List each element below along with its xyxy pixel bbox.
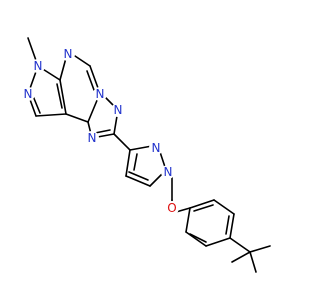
bond	[125, 149, 131, 177]
bond	[56, 83, 63, 109]
bond	[89, 65, 99, 89]
bond	[129, 145, 153, 151]
bond	[128, 171, 149, 181]
bond	[249, 245, 271, 253]
atom-labels: N N N N N N N N	[21, 47, 179, 215]
bond	[59, 57, 67, 81]
svg-text:N: N	[164, 165, 173, 179]
bond	[185, 207, 191, 233]
atom-n-pyrimidine-right: N	[93, 87, 107, 101]
svg-text:N: N	[152, 141, 161, 155]
bond	[59, 79, 67, 115]
bond	[125, 175, 151, 187]
bond	[35, 113, 67, 117]
bond	[87, 97, 99, 123]
atom-n-methyl: N	[31, 59, 45, 73]
bond	[94, 129, 111, 134]
bond	[113, 133, 131, 151]
molecule-structure-diagram: N N N N N N N N	[21, 37, 271, 273]
bond	[32, 95, 41, 114]
bond	[193, 204, 214, 212]
bond	[189, 199, 215, 209]
bond	[225, 215, 230, 235]
svg-text:N: N	[24, 87, 33, 101]
bond	[65, 113, 89, 123]
svg-text:O: O	[167, 201, 176, 215]
svg-text:N: N	[114, 103, 123, 117]
atom-n-pyrazole-bottom: N	[21, 87, 35, 101]
atom-n-pyrazole2-sub: N	[161, 165, 175, 179]
atom-n-triazole-right: N	[111, 103, 125, 117]
svg-text:N: N	[96, 87, 105, 101]
atom-n-triazole-bottom: N	[85, 131, 99, 145]
bond	[185, 231, 207, 247]
bond-lines	[27, 37, 271, 273]
bond	[205, 237, 231, 247]
bond	[231, 251, 251, 263]
atom-o-ether: O	[165, 201, 179, 215]
svg-text:N: N	[34, 59, 43, 73]
bond	[189, 233, 207, 243]
bond	[213, 199, 235, 215]
bond	[175, 207, 191, 213]
bond	[229, 213, 235, 239]
bond	[249, 251, 257, 273]
bond	[229, 237, 251, 253]
atom-n-pyrazole2-top: N	[149, 141, 163, 155]
svg-text:N: N	[64, 47, 73, 61]
bond	[71, 53, 91, 67]
atom-n-pyrimidine-top: N	[61, 47, 75, 61]
bond	[133, 153, 138, 171]
svg-text:N: N	[88, 131, 97, 145]
bond	[86, 70, 95, 91]
